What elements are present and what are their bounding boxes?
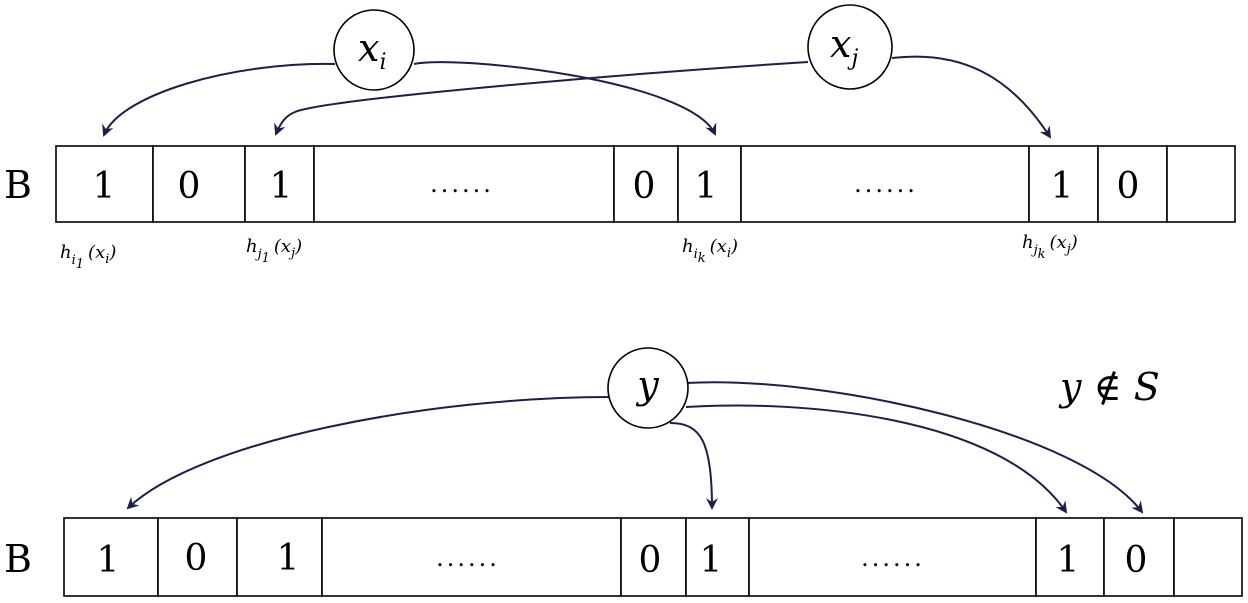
not-in-set-annotation: y ∉ S [1058, 365, 1160, 409]
top-cell-8 [1097, 145, 1168, 223]
top-cell-5 [677, 145, 742, 223]
edge-y-to-cell-8 [685, 381, 1144, 514]
node-xi-label: xi [358, 26, 386, 75]
bottom-cell-ellipsis: ...... [436, 544, 500, 572]
bottom-cell-8 [1103, 517, 1175, 597]
node-y-label: y [635, 363, 659, 407]
node-y-circle [607, 347, 689, 429]
edge-xi-to-hi1 [102, 62, 336, 137]
hash-label-i1: hi1(xi) [60, 242, 116, 272]
node-xi: xi [333, 9, 415, 91]
bottom-cell-value: 1 [97, 540, 120, 581]
hash-label-ik: hik(xi) [682, 236, 738, 266]
edge-y-to-cell-7 [685, 404, 1068, 514]
bottom-cell-value: 0 [185, 538, 208, 579]
bottom-cell-0 [63, 517, 159, 597]
bottom-bit-array: B 1 0 1 ...... 0 1 ...... 1 0 [4, 517, 1243, 597]
top-cell-2 [244, 145, 315, 223]
node-y: y [607, 347, 689, 429]
node-xi-circle [333, 9, 415, 91]
bottom-cell-value: 1 [700, 540, 723, 581]
bottom-cell-2 [236, 517, 323, 597]
edge-xi-to-hik [413, 61, 717, 136]
node-xj: xj [807, 4, 893, 90]
bottom-array-name: B [4, 537, 32, 581]
bottom-cell-5 [685, 517, 750, 597]
top-cell-4 [613, 145, 679, 223]
bottom-cell-7 [1035, 517, 1105, 597]
node-xj-circle [807, 4, 893, 90]
top-cell-value: 1 [695, 166, 718, 207]
top-cell-0 [55, 145, 154, 223]
hash-label-jk: hjk(xj) [1022, 232, 1078, 262]
top-cell-1 [152, 145, 246, 223]
bottom-cell-value: 1 [277, 538, 300, 579]
top-array-name: B [4, 163, 32, 207]
top-cell-value: 0 [1117, 166, 1140, 207]
top-cell-ellipsis: ...... [854, 170, 918, 198]
top-cell-value: 0 [178, 166, 201, 207]
bottom-cell-value: 0 [1125, 540, 1148, 581]
bottom-cell-value: 1 [1057, 540, 1080, 581]
bottom-cell-3 [321, 517, 622, 597]
edge-y-to-cell-0 [126, 396, 611, 510]
top-edges [102, 55, 1052, 139]
top-cell-ellipsis: ...... [430, 170, 494, 198]
top-cell-3 [313, 145, 615, 223]
top-cell-9 [1166, 145, 1236, 223]
top-cell-value: 1 [93, 166, 116, 207]
bottom-cell-9 [1173, 517, 1243, 597]
top-bit-array: B 1 0 1 ...... 0 1 ...... 1 0 [4, 145, 1236, 223]
edge-xj-to-hjk [891, 55, 1052, 139]
hash-label-j1: hj1(xj) [246, 236, 302, 266]
bottom-cell-6 [748, 517, 1037, 597]
edge-xj-to-hj1 [274, 61, 809, 136]
top-cell-value: 0 [633, 166, 656, 207]
top-cell-value: 1 [1051, 166, 1074, 207]
top-cell-value: 1 [270, 166, 293, 207]
bottom-cell-1 [157, 517, 238, 597]
bottom-edges [126, 381, 1144, 514]
top-cell-7 [1028, 145, 1099, 223]
edge-y-to-cell-5 [669, 422, 718, 510]
top-cell-6 [740, 145, 1030, 223]
bottom-cell-value: 0 [639, 540, 662, 581]
node-xj-label: xj [830, 22, 858, 71]
bottom-cell-ellipsis: ...... [861, 544, 925, 572]
top-hash-labels: hi1(xi) hj1(xj) hik(xi) hjk(xj) [60, 232, 1078, 272]
bottom-cell-4 [620, 517, 687, 597]
